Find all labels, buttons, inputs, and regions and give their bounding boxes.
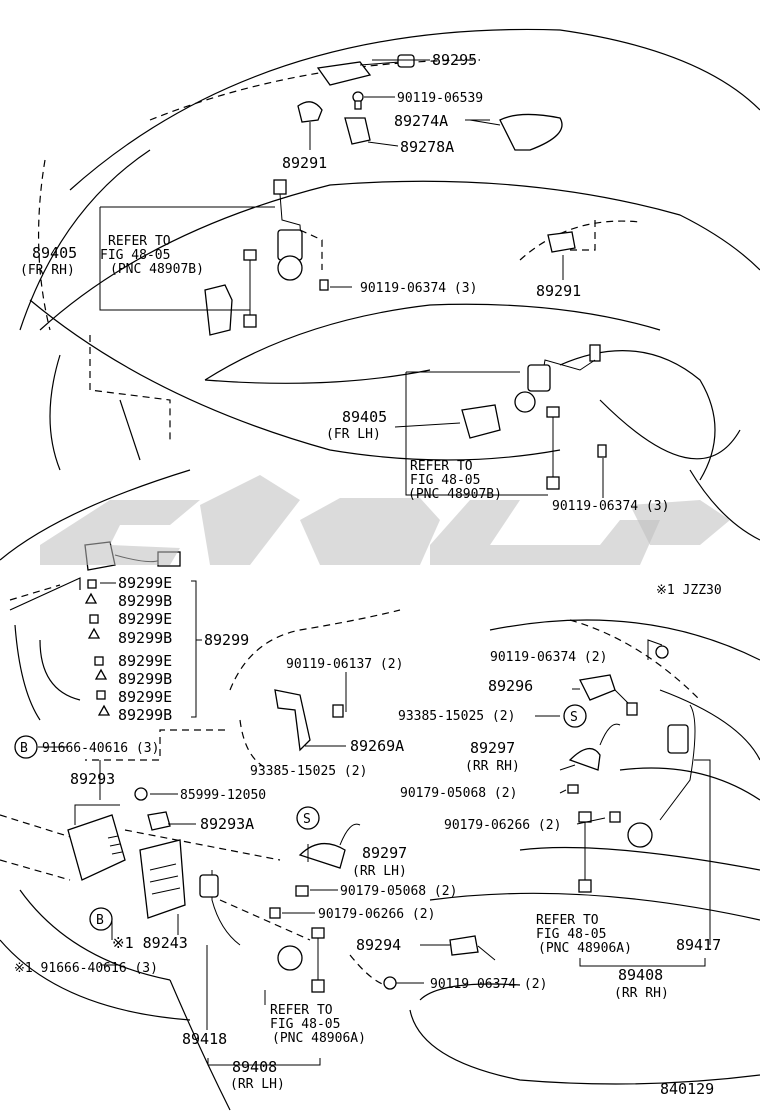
label-89299e-1: 89299E bbox=[118, 574, 172, 592]
label-89408-lh: 89408 bbox=[232, 1058, 277, 1076]
label-89299b-2: 89299B bbox=[118, 629, 172, 647]
label-89299e-4: 89299E bbox=[118, 688, 172, 706]
label-89408-rh: 89408 bbox=[618, 966, 663, 984]
marker-b-upper bbox=[14, 735, 38, 759]
label-89297-lh: 89297 bbox=[362, 844, 407, 862]
refer1-line2: FIG 48-05 bbox=[100, 248, 170, 263]
label-89405-rh: 89405 bbox=[32, 244, 77, 262]
label-89291-top: 89291 bbox=[282, 154, 327, 172]
label-89299b-4: 89299B bbox=[118, 706, 172, 724]
refer2-line1: REFER TO bbox=[410, 459, 473, 474]
label-90119-06374-d: 90119-06374 (2) bbox=[430, 977, 547, 992]
label-89293: 89293 bbox=[70, 770, 115, 788]
label-rr-rh-2: (RR RH) bbox=[614, 986, 669, 1001]
label-89405-lh: 89405 bbox=[342, 408, 387, 426]
leader-lines bbox=[38, 59, 711, 1066]
callout-markers bbox=[14, 704, 587, 931]
label-91666-40616-a: 91666-40616 (3) bbox=[42, 741, 159, 756]
watermark-logo bbox=[40, 475, 730, 565]
refer3-line3: (PNC 48906A) bbox=[538, 941, 632, 956]
refer2-line3: (PNC 48907B) bbox=[408, 487, 502, 502]
label-90179-05068-b: 90179-05068 (2) bbox=[340, 884, 457, 899]
refer4-line3: (PNC 48906A) bbox=[272, 1031, 366, 1046]
label-89243: ※1 89243 bbox=[112, 934, 188, 952]
label-89293a: 89293A bbox=[200, 815, 254, 833]
label-89291-right: 89291 bbox=[536, 282, 581, 300]
label-93385-15025-a: 93385-15025 (2) bbox=[398, 709, 515, 724]
label-89299e-3: 89299E bbox=[118, 652, 172, 670]
label-90119-06137: 90119-06137 (2) bbox=[286, 657, 403, 672]
label-89294: 89294 bbox=[356, 936, 401, 954]
label-89299: 89299 bbox=[204, 631, 249, 649]
label-89418: 89418 bbox=[182, 1030, 227, 1048]
marker-s2-text: S bbox=[303, 812, 311, 827]
refer1-line1: REFER TO bbox=[108, 234, 171, 249]
label-89296: 89296 bbox=[488, 677, 533, 695]
label-90179-05068-a: 90179-05068 (2) bbox=[400, 786, 517, 801]
label-rr-lh: (RR LH) bbox=[352, 864, 407, 879]
label-rr-rh: (RR RH) bbox=[465, 759, 520, 774]
marker-s1-text: S bbox=[570, 710, 578, 725]
marker-b-lower bbox=[89, 907, 113, 931]
label-89299e-2: 89299E bbox=[118, 610, 172, 628]
label-89299b-3: 89299B bbox=[118, 670, 172, 688]
label-89297-rh: 89297 bbox=[470, 739, 515, 757]
label-fr-lh: (FR LH) bbox=[326, 427, 381, 442]
label-89269a: 89269A bbox=[350, 737, 404, 755]
label-89278a: 89278A bbox=[400, 138, 454, 156]
marker-s-right bbox=[563, 704, 587, 728]
label-90119-06374-c: 90119-06374 (2) bbox=[490, 650, 607, 665]
label-90179-06266-a: 90179-06266 (2) bbox=[444, 818, 561, 833]
part-labels: 89295 90119-06539 89274A 89291 89278A 89… bbox=[14, 51, 722, 1098]
marker-b2-text: B bbox=[96, 913, 104, 928]
refer2-line2: FIG 48-05 bbox=[410, 473, 480, 488]
refer3-line2: FIG 48-05 bbox=[536, 927, 606, 942]
component-sketches bbox=[67, 54, 696, 993]
marker-s-left bbox=[296, 806, 320, 830]
refer4-line2: FIG 48-05 bbox=[270, 1017, 340, 1032]
figure-code: 840129 bbox=[660, 1080, 714, 1098]
label-93385-15025-b: 93385-15025 (2) bbox=[250, 764, 367, 779]
label-89299b-1: 89299B bbox=[118, 592, 172, 610]
label-89417: 89417 bbox=[676, 936, 721, 954]
refer3-line1: REFER TO bbox=[536, 913, 599, 928]
label-90119-06539: 90119-06539 bbox=[397, 91, 483, 106]
label-90119-06374-a: 90119-06374 (3) bbox=[360, 281, 477, 296]
car-body-outline bbox=[0, 28, 760, 1111]
label-fr-rh: (FR RH) bbox=[20, 263, 75, 278]
label-rr-lh-2: (RR LH) bbox=[230, 1077, 285, 1092]
label-89295: 89295 bbox=[432, 51, 477, 69]
label-91666-40616-b: ※1 91666-40616 (3) bbox=[14, 961, 158, 976]
label-90179-06266-b: 90179-06266 (2) bbox=[318, 907, 435, 922]
refer4-line1: REFER TO bbox=[270, 1003, 333, 1018]
marker-b1-text: B bbox=[20, 741, 28, 756]
label-85999-12050: 85999-12050 bbox=[180, 788, 266, 803]
refer1-line3: (PNC 48907B) bbox=[110, 262, 204, 277]
label-90119-06374-b: 90119-06374 (3) bbox=[552, 499, 669, 514]
label-89274a: 89274A bbox=[394, 112, 448, 130]
label-jzz30: ※1 JZZ30 bbox=[656, 583, 722, 598]
